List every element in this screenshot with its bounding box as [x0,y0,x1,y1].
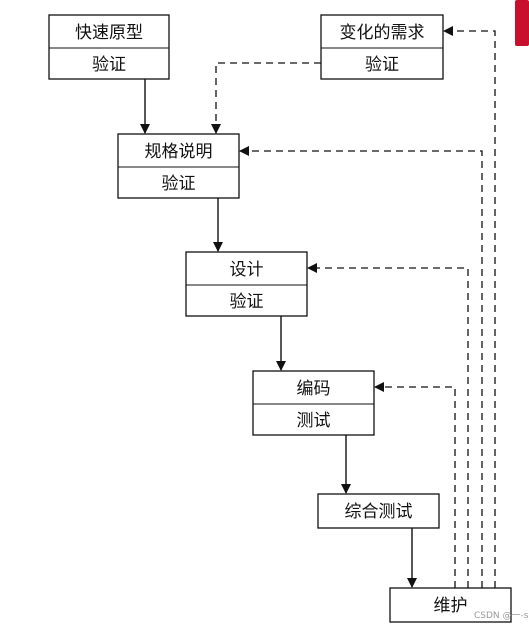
coding-label: 编码 [297,379,331,399]
csdn-watermark: CSDN @一-sc [474,611,529,621]
maintenance-label: 维护 [434,596,468,616]
dashed-maintenance-to-design [307,263,469,588]
dashed-maintenance-to-spec [239,146,483,588]
coding-test-label: 测试 [297,411,331,431]
design-box: 设计 验证 [185,251,308,317]
integration-testing-label: 综合测试 [345,502,413,522]
dashed-maintenance-to-coding [374,382,456,588]
changing-requirements-label: 变化的需求 [340,23,425,43]
maintenance-box: 维护 [389,587,512,623]
design-verify-label: 验证 [230,292,264,312]
specification-box: 规格说明 验证 [117,133,240,199]
red-corner-accent [515,0,529,46]
rapid-prototype-box: 快速原型 验证 [48,14,170,80]
rapid-prototype-verify-label: 验证 [92,55,126,75]
specification-label: 规格说明 [145,142,213,162]
integration-testing-box: 综合测试 [317,493,440,529]
changing-requirements-box: 变化的需求 验证 [320,14,444,80]
rapid-prototype-label: 快速原型 [75,23,143,43]
design-label: 设计 [230,260,264,280]
changing-requirements-verify-label: 验证 [365,55,399,75]
dashed-requirements-to-spec [211,62,321,134]
coding-box: 编码 测试 [252,370,375,436]
dashed-maintenance-to-requirements [443,26,496,588]
specification-verify-label: 验证 [162,174,196,194]
